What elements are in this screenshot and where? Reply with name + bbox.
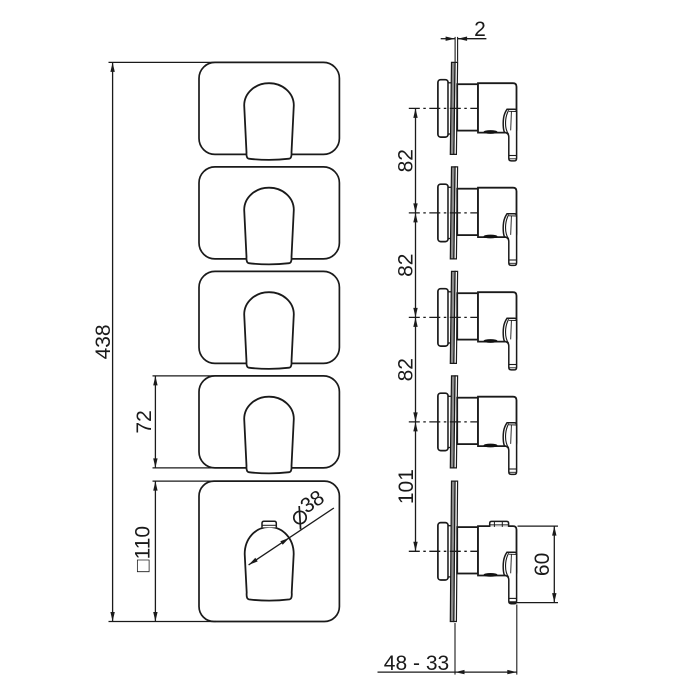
svg-text:82: 82 bbox=[394, 149, 417, 172]
svg-text:48 - 33: 48 - 33 bbox=[384, 652, 449, 675]
svg-text:438: 438 bbox=[92, 324, 115, 359]
svg-text:82: 82 bbox=[394, 254, 417, 277]
svg-text:82: 82 bbox=[394, 358, 417, 381]
svg-text:101: 101 bbox=[395, 469, 418, 504]
svg-text:72: 72 bbox=[133, 410, 156, 433]
svg-text:2: 2 bbox=[474, 18, 486, 41]
svg-text:60: 60 bbox=[531, 553, 554, 576]
svg-text:□110: □110 bbox=[132, 526, 155, 572]
